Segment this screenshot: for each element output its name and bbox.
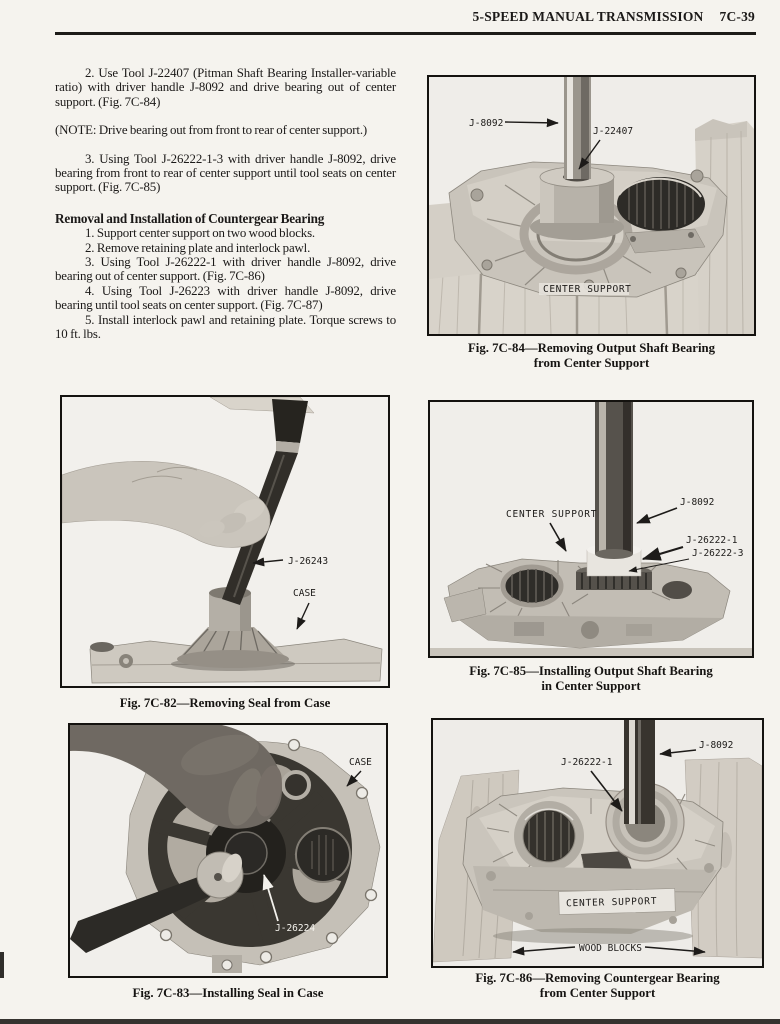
list-step-2: 2. Remove retaining plate and interlock …	[85, 240, 311, 255]
center-support-illustration	[443, 558, 731, 649]
fig83-arrow-case	[346, 770, 362, 787]
fig84-arrow-handle	[504, 118, 559, 128]
figure-7c83: CASE J-26224	[68, 723, 388, 978]
page-header-title: 5-SPEED MANUAL TRANSMISSION	[472, 9, 704, 24]
driver-handle-illustration	[564, 77, 591, 179]
page-header: 5-SPEED MANUAL TRANSMISSION 7C-39	[0, 9, 755, 25]
fig85-arrow-tool1	[641, 545, 684, 561]
page-number: 7C-39	[719, 9, 755, 24]
hammer-illustration	[70, 851, 244, 953]
figure-7c85-caption-line2: in Center Support	[541, 678, 641, 693]
fig84-label-support: CENTER SUPPORT	[543, 284, 631, 295]
fig86-arrow-blocks-right	[644, 946, 706, 956]
list-step-5: 5. Install interlock pawl and retaining …	[55, 312, 396, 342]
figure-7c84-caption-line1: Fig. 7C-84—Removing Output Shaft Bearing	[467, 341, 716, 355]
fig86-arrow-handle	[659, 748, 697, 758]
fig83-arrow-tool	[262, 873, 279, 922]
procedure-text: 2. Use Tool J-22407 (Pitman Shaft Bearin…	[55, 66, 396, 342]
scan-artifact-left-edge	[0, 952, 4, 978]
list-step-3: 3. Using Tool J-26222-1 with driver hand…	[55, 255, 396, 284]
driver-handle-illustration	[595, 402, 633, 559]
fig82-label-case: CASE	[293, 588, 316, 599]
fig86-label-handle: J-8092	[699, 740, 733, 751]
fig85-label-tool2: J-26222-3	[692, 548, 743, 559]
fig86-arrow-blocks-left	[512, 946, 576, 956]
paragraph-step2: 2. Use Tool J-22407 (Pitman Shaft Bearin…	[55, 66, 396, 109]
fig85-photo: CENTER SUPPORT J-8092 J-26222-1 J-26222-…	[430, 402, 752, 656]
case-illustration	[89, 627, 383, 684]
list-step-1: 1. Support center support on two wood bl…	[85, 226, 316, 241]
fig85-label-support: CENTER SUPPORT	[506, 509, 597, 520]
figure-7c84-caption: Fig. 7C-84—Removing Output Shaft Bearing…	[427, 341, 756, 370]
section-heading: Removal and Installation of Countergear …	[55, 210, 325, 226]
figure-7c86-caption-line2: from Center Support	[539, 985, 656, 1000]
figure-7c86-caption-line1: Fig. 7C-86—Removing Countergear Bearing	[475, 971, 720, 985]
figure-7c85: CENTER SUPPORT J-8092 J-26222-1 J-26222-…	[428, 400, 754, 658]
fig86-photo: CENTER SUPPORT J-8092 J-26222-1 WOOD BLO…	[433, 720, 762, 966]
installer-collar-illustration	[530, 166, 624, 240]
fig84-label-tool: J-22407	[593, 126, 633, 137]
figure-7c85-caption: Fig. 7C-85—Installing Output Shaft Beari…	[428, 664, 754, 693]
hand-illustration	[70, 725, 283, 829]
paragraph-step3: 3. Using Tool J-26222-1-3 with driver ha…	[55, 151, 396, 195]
fig85-label-tool1: J-26222-1	[686, 535, 738, 546]
fig86-label-blocks: WOOD BLOCKS	[579, 943, 642, 954]
support-label-plate: CENTER SUPPORT	[558, 888, 676, 915]
scan-artifact-bottom-edge	[0, 1019, 780, 1024]
figure-7c85-caption-line1: Fig. 7C-85—Installing Output Shaft Beari…	[469, 664, 713, 678]
hand-illustration	[62, 460, 271, 548]
fig83-label-tool: J-26224	[275, 923, 315, 934]
fig84-label-handle: J-8092	[469, 118, 503, 129]
fig82-label-tool: J-26243	[288, 556, 328, 567]
center-support-illustration: CENTER SUPPORT	[462, 782, 724, 944]
figure-7c86: CENTER SUPPORT J-8092 J-26222-1 WOOD BLO…	[431, 718, 764, 968]
fig85-arrow-tool2	[628, 558, 690, 573]
figure-7c83-caption: Fig. 7C-83—Installing Seal in Case	[132, 986, 324, 1000]
fig85-arrow-support	[549, 522, 567, 552]
fig83-label-case: CASE	[349, 757, 372, 768]
fig86-arrow-tool	[590, 770, 623, 812]
fig85-label-handle: J-8092	[680, 497, 714, 508]
figure-7c84-caption-line2: from Center Support	[533, 355, 650, 370]
paragraph-note: (NOTE: Drive bearing out from front to r…	[55, 123, 368, 138]
fig82-arrow-tool	[252, 557, 284, 567]
fig83-photo: CASE J-26224	[70, 725, 386, 976]
figure-7c84: J-8092 J-22407 CENTER SUPPORT	[427, 75, 756, 336]
fig84-arrow-tool	[578, 139, 601, 170]
driver-handle-illustration	[624, 720, 655, 824]
figure-7c86-caption: Fig. 7C-86—Removing Countergear Bearing …	[431, 971, 764, 1000]
fig82-arrow-case	[296, 602, 310, 630]
figure-7c82-caption: Fig. 7C-82—Removing Seal from Case	[119, 696, 331, 710]
fig84-label-plate	[539, 283, 629, 295]
fig82-photo: J-26243 CASE	[62, 397, 388, 686]
list-step-4: 4. Using Tool J-26223 with driver handle…	[55, 283, 396, 313]
header-rule	[55, 32, 756, 35]
figure-7c82: J-26243 CASE	[60, 395, 390, 688]
fig86-label-support: CENTER SUPPORT	[566, 896, 658, 909]
fig85-arrow-handle	[636, 507, 678, 524]
fig86-label-tool: J-26222-1	[561, 757, 613, 768]
fig84-photo: J-8092 J-22407 CENTER SUPPORT	[429, 77, 754, 334]
